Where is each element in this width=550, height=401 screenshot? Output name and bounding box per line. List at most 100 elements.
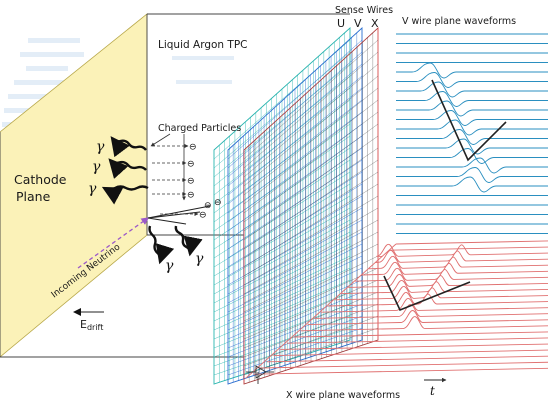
wire-u-horizontal — [213, 207, 351, 286]
electron-icon: ⊖ — [214, 198, 222, 208]
x-waveform-line — [368, 255, 549, 270]
wire-u-horizontal — [213, 75, 351, 187]
wire-u-horizontal — [213, 279, 351, 340]
v-waveform-line — [396, 138, 548, 155]
wire-v-horizontal — [227, 231, 363, 304]
sense-wire-planes — [213, 26, 379, 385]
electron-icon: ⊖ — [204, 201, 212, 211]
wire-u-horizontal — [213, 195, 351, 277]
wire-x-horizontal — [243, 27, 379, 151]
charged-particles-pointer — [150, 133, 171, 147]
x-waveform-line — [300, 316, 549, 332]
wire-x-horizontal — [243, 183, 379, 268]
v-waveform-line — [396, 176, 548, 193]
wire-u-horizontal — [213, 111, 351, 214]
wire-v-horizontal — [227, 195, 363, 277]
x-waveform-line — [361, 261, 549, 276]
wire-u-horizontal — [213, 219, 351, 295]
x-waveform-line — [253, 367, 549, 375]
x-track-lines — [383, 275, 471, 312]
incoming-neutrino-arrow — [77, 217, 150, 269]
wire-u-horizontal — [213, 171, 351, 259]
wire-v-horizontal — [227, 291, 363, 349]
wire-v-horizontal — [227, 159, 363, 250]
x-wire-waveforms — [245, 240, 549, 379]
gamma-label-5: γ — [195, 251, 204, 267]
wire-u-horizontal — [213, 291, 351, 349]
x-waveform-line — [395, 240, 549, 245]
tpc-label: Liquid Argon TPC — [158, 39, 247, 51]
v-wire-waveforms — [396, 33, 548, 234]
gamma-label-4: γ — [165, 258, 174, 274]
wire-x-horizontal — [243, 135, 379, 232]
wire-x-horizontal — [243, 159, 379, 250]
photon-wavy-arrow-icon — [148, 225, 175, 265]
electron-drift-arrows — [152, 144, 199, 216]
wire-x-horizontal — [243, 51, 379, 169]
electron-icon: ⊖ — [199, 211, 207, 221]
wire-v-horizontal — [227, 39, 363, 160]
electron-icon: ⊖ — [187, 160, 195, 170]
time-axis-label: t — [430, 384, 435, 398]
plane-x-label: X — [371, 17, 379, 30]
x-waveform-line — [376, 243, 549, 257]
photon-wavy-arrow-icon — [174, 225, 203, 257]
v-waveform-line — [396, 129, 548, 145]
plane-v-label: V — [354, 17, 362, 30]
wire-x-horizontal — [243, 267, 379, 331]
x-waveform-line — [266, 355, 549, 363]
wire-v-horizontal — [227, 219, 363, 295]
photon-wavy-arrow-icon — [108, 158, 147, 179]
gamma-label-2: γ — [92, 159, 101, 175]
wire-u-horizontal — [213, 63, 351, 178]
wire-x-horizontal — [243, 243, 379, 313]
v-waveform-line — [396, 100, 548, 117]
x-waveform-line — [389, 246, 549, 251]
wire-x-horizontal — [243, 315, 379, 367]
preamp-icon — [246, 365, 274, 384]
v-waveforms-label: V wire plane waveforms — [402, 16, 516, 27]
wire-v-horizontal — [227, 99, 363, 205]
wire-v-horizontal — [227, 339, 363, 385]
e-drift-sub: drift — [87, 323, 103, 332]
wire-x-horizontal — [243, 75, 379, 187]
wire-x-horizontal — [243, 231, 379, 304]
wire-x-horizontal — [243, 279, 379, 340]
wire-u-horizontal — [213, 303, 351, 358]
wire-plane-u — [213, 26, 351, 385]
x-waveform-line — [307, 310, 549, 326]
v-waveform-line — [396, 148, 548, 164]
wire-x-horizontal — [243, 87, 379, 196]
wire-x-horizontal — [243, 171, 379, 259]
wire-x-horizontal — [243, 339, 379, 385]
x-waveform-line — [273, 349, 549, 357]
v-waveform-line — [396, 119, 548, 136]
wire-v-horizontal — [227, 63, 363, 178]
particle-tracks — [147, 205, 211, 225]
gamma-label-3: γ — [88, 181, 97, 197]
wire-x-horizontal — [243, 123, 379, 223]
x-waveform-line — [314, 304, 549, 319]
electron-icon: ⊖ — [187, 177, 195, 187]
v-waveform-line — [396, 91, 548, 107]
wire-u-horizontal — [213, 327, 351, 376]
wire-v-horizontal — [227, 243, 363, 313]
x-waveform-line — [355, 267, 549, 282]
wire-v-horizontal — [227, 27, 363, 151]
wire-u-horizontal — [213, 267, 351, 331]
v-track-lines — [431, 79, 507, 162]
wire-x-horizontal — [243, 255, 379, 322]
wire-v-horizontal — [227, 255, 363, 322]
v-waveform-line — [396, 72, 548, 88]
wire-v-horizontal — [227, 51, 363, 169]
x-waveform-line — [334, 285, 549, 301]
sense-wires-label: Sense Wires — [335, 5, 393, 16]
v-waveform-line — [396, 167, 548, 183]
cathode-label-line2: Plane — [16, 189, 51, 204]
wire-u-horizontal — [213, 51, 351, 169]
wire-x-horizontal — [243, 99, 379, 205]
wire-v-horizontal — [227, 123, 363, 223]
wire-x-horizontal — [243, 63, 379, 178]
wire-v-horizontal — [227, 87, 363, 196]
